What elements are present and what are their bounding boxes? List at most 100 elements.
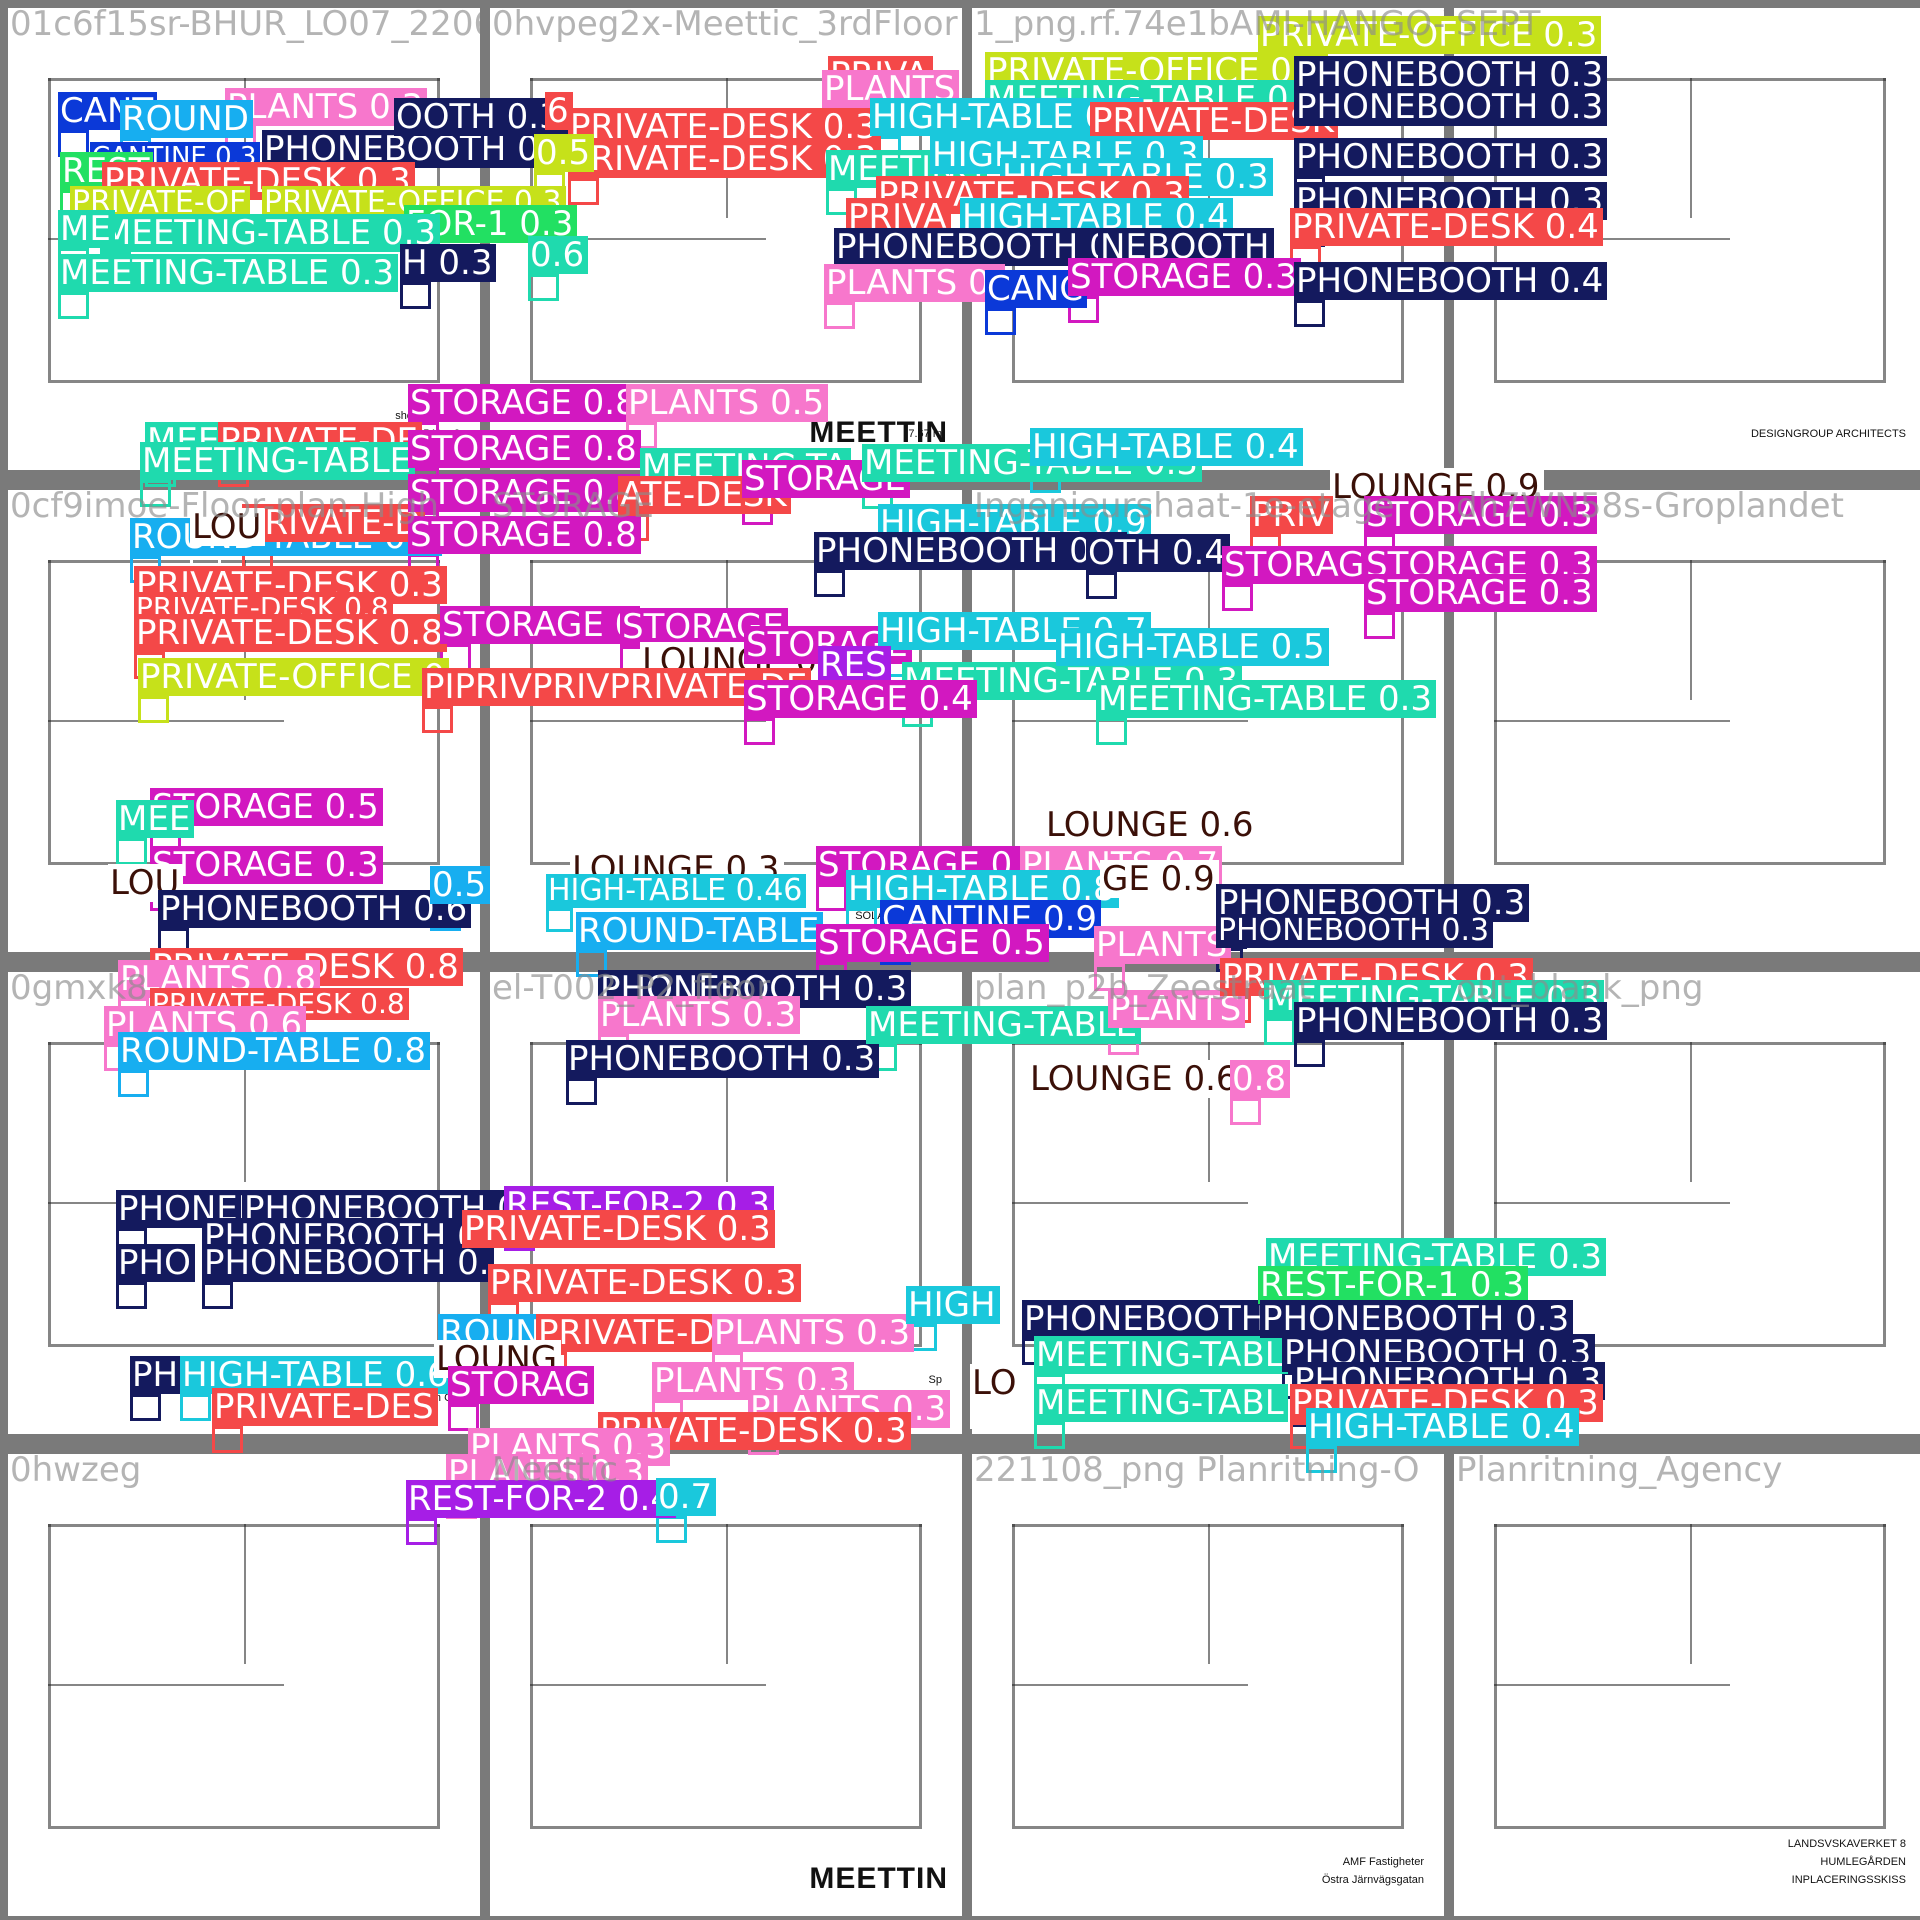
detection-box [406, 1518, 437, 1546]
detection-label: PIPRIVPRIVPRIVATE-DE [422, 668, 812, 706]
detection-label: 0.6 [528, 236, 589, 274]
detection-label: 0.5 [534, 134, 595, 172]
plan-wall [1401, 1524, 1404, 1826]
detection-label: PLANTS 0. [824, 264, 1005, 302]
detection-label: HIGH [906, 1286, 1000, 1324]
detection-label: REST-FOR-2 0.4 [406, 1480, 676, 1518]
detection-label: MEETING-TABLE 0.3 [1096, 680, 1437, 718]
detection-label: MEETING-TABL [1034, 1384, 1288, 1422]
detection-box [814, 570, 845, 598]
plan-label: INPLACERINGSSKISS [1791, 1874, 1906, 1886]
detection-label: PHO [116, 1244, 195, 1282]
detection-box [448, 1404, 479, 1432]
detection-box [566, 1078, 597, 1106]
plan-label: DESIGNGROUP ARCHITECTS [1750, 428, 1906, 440]
detection-label: STORAGE 0.3 [1364, 574, 1597, 612]
detection-box [130, 1394, 161, 1422]
detection-label: LOU [108, 864, 184, 902]
detection-label: PHONEBOOTH 0.3 [1294, 1002, 1608, 1040]
detection-label: PHONEBOOTH 0.3 [834, 228, 1148, 266]
plan-label: Östra Järnvägsgatan [1321, 1874, 1424, 1886]
detection-label: PRIV [1250, 496, 1334, 534]
plan-wall [48, 1826, 440, 1829]
detection-label: PRIVATE-DESK 0.3 [488, 1264, 801, 1302]
detection-box [140, 480, 171, 508]
detection-box [1028, 1098, 1059, 1126]
plan-wall [1494, 1202, 1730, 1204]
detection-box [1094, 964, 1125, 992]
detection-label: PHONEBOOTH 0.3 [566, 1040, 880, 1078]
floorplan-tile: INPLACERINGSSKISS HUMLEGÅRDEN LANDSVSKAVER… [1454, 1454, 1920, 1916]
detection-label: 0.5 [430, 866, 491, 904]
detection-label: STORAGE 0.8 [408, 516, 641, 554]
detection-box [1086, 572, 1117, 600]
detection-label: LOUNGE 0.6 [1044, 806, 1258, 844]
detection-box [744, 718, 775, 746]
detection-box [824, 302, 855, 330]
detection-box [1294, 300, 1325, 328]
detection-label: HIGH-TABLE 0.4 [1306, 1408, 1579, 1446]
detection-label: STORAGE 0.8 [408, 384, 641, 422]
detection-box [656, 1516, 687, 1544]
detection-label: PHONEBOOTH 0.3 [1294, 88, 1608, 126]
detection-box [400, 282, 431, 310]
plan-wall [726, 1524, 728, 1664]
plan-wall [1690, 1042, 1692, 1182]
detection-label: MEETING-TABLE 0.3 [100, 214, 441, 252]
detection-box [1222, 584, 1253, 612]
plan-wall [530, 560, 533, 862]
detection-label: PHONEBOOTH 0.3 [1294, 138, 1608, 176]
detection-box [1306, 1446, 1337, 1474]
plan-wall [244, 1042, 246, 1182]
detection-box [1364, 612, 1395, 640]
detection-label: PLANTS [1094, 926, 1232, 964]
detection-label: PRIVATE-D [242, 504, 425, 542]
detection-box [202, 1282, 233, 1310]
detection-label: MEETING-TABLE [866, 1006, 1142, 1044]
detection-box [422, 706, 453, 734]
detection-label: PHONEBOOTH 0.3 [1216, 914, 1494, 948]
plan-wall [1494, 720, 1730, 722]
detection-label: 0.7 [656, 1478, 717, 1516]
detection-box [116, 838, 147, 866]
tile-filename: Planritning_Agency [1456, 1454, 1783, 1490]
plan-wall [1208, 78, 1210, 218]
plan-wall [919, 1042, 922, 1344]
detection-label: PLANTS 0.3 [598, 996, 801, 1034]
detection-label: RES [818, 646, 891, 684]
plan-wall [1012, 1826, 1404, 1829]
detection-label: MEETING-TABL [1034, 1336, 1288, 1374]
detection-box [1330, 506, 1361, 534]
detection-label: LO [970, 1364, 1021, 1402]
plan-label: HUMLEGÅRDEN [1820, 1856, 1906, 1868]
detection-box [576, 950, 607, 978]
detection-label: STORAGE 0.8 [408, 430, 641, 468]
detection-label: STORAGE 0.8 [408, 474, 641, 512]
detection-box [1096, 718, 1127, 746]
detection-label: PLANTS 0.3 [748, 1390, 951, 1428]
plan-wall [48, 78, 51, 380]
detection-label: 0.8 [1230, 1060, 1291, 1098]
plan-wall [1012, 720, 1248, 722]
detection-box [108, 902, 139, 930]
plan-wall [1208, 1524, 1210, 1664]
detection-label: PRIVATE-DES [212, 1388, 438, 1426]
detection-label: PLANTS 0.3 [225, 88, 428, 126]
detection-box [546, 908, 573, 932]
detection-box [985, 308, 1016, 336]
detection-label: MEE [116, 800, 195, 838]
plan-wall [1494, 1684, 1730, 1686]
plan-wall [1012, 1202, 1248, 1204]
plan-label: LANDSVSKAVERKET 8 [1787, 1838, 1906, 1850]
detection-label: HIGH-TABLE 0.6 [180, 1356, 453, 1394]
detection-label: STORAGE 0 [440, 606, 641, 644]
detection-label: OOTH 0.3 [394, 98, 565, 136]
detection-label: ROUND [120, 100, 253, 138]
detection-box [138, 696, 169, 724]
detection-label: PHONEBOOTH 0.6 [158, 890, 472, 928]
floorplan-tile: 0hwzeg [8, 1454, 480, 1916]
plan-label: Sp [928, 1374, 942, 1386]
plan-wall [919, 1524, 922, 1826]
detection-label: MEETING-TABLE 0.3 [58, 254, 399, 292]
